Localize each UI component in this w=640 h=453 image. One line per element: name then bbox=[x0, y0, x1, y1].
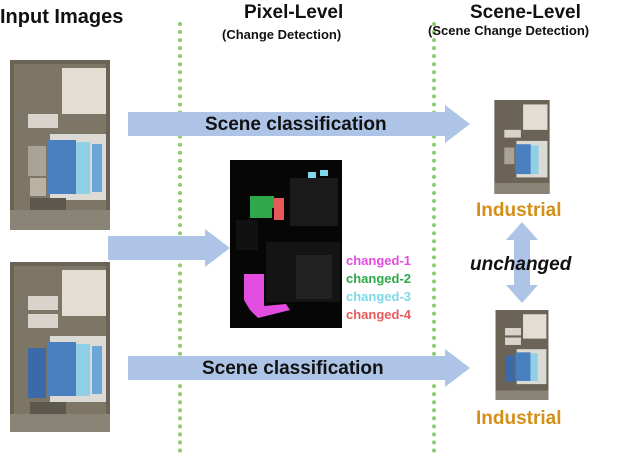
top-arrow bbox=[128, 105, 470, 143]
input-images-title: Input Images bbox=[0, 6, 124, 28]
input-image-1 bbox=[10, 60, 110, 230]
legend-changed-1: changed-1 bbox=[346, 253, 412, 268]
scene-level-title: Scene-Level bbox=[470, 2, 581, 23]
scene-level-subtitle: (Scene Change Detection) bbox=[428, 23, 590, 38]
scene-image-2 bbox=[495, 310, 549, 400]
scene-image-1 bbox=[494, 100, 550, 194]
legend-changed-4: changed-4 bbox=[346, 307, 412, 322]
top-arrow-label: Scene classification bbox=[205, 114, 387, 135]
relation-label: unchanged bbox=[470, 254, 572, 275]
pixel-level-title: Pixel-Level bbox=[244, 2, 344, 23]
bottom-class-label: Industrial bbox=[476, 408, 562, 429]
bottom-arrow-label: Scene classification bbox=[202, 358, 384, 379]
divider-right bbox=[432, 22, 436, 453]
pixel-level-subtitle: (Change Detection) bbox=[222, 27, 342, 42]
unchanged-arrow bbox=[506, 222, 538, 303]
change-map-image bbox=[230, 160, 342, 328]
legend-changed-2: changed-2 bbox=[346, 271, 412, 286]
top-class-label: Industrial bbox=[476, 200, 562, 221]
bottom-arrow bbox=[128, 349, 470, 387]
legend-changed-3: changed-3 bbox=[346, 289, 412, 304]
middle-arrow bbox=[108, 229, 230, 267]
input-image-2 bbox=[10, 262, 110, 432]
